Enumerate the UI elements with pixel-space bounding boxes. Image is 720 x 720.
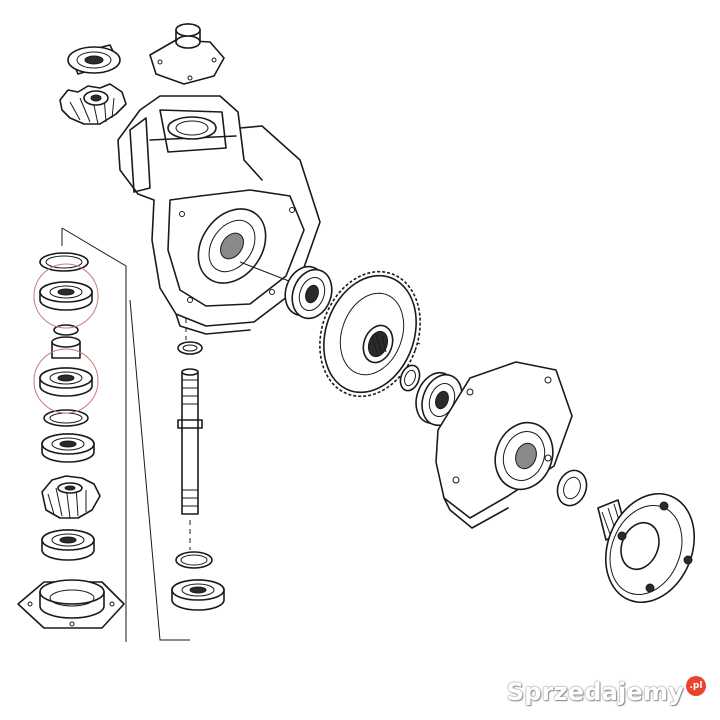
top-bearing bbox=[67, 44, 121, 75]
crown-gear bbox=[319, 270, 421, 398]
left-snap-ring-mid bbox=[43, 409, 89, 427]
left-bevel-gear bbox=[41, 475, 101, 519]
watermark-badge: .pl bbox=[686, 676, 706, 696]
side-cover-flange bbox=[435, 361, 573, 529]
left-bearing-2 bbox=[39, 367, 93, 397]
lower-snap-ring bbox=[175, 551, 213, 569]
top-flange-cap bbox=[149, 23, 225, 85]
vertical-axis-line bbox=[185, 318, 191, 550]
highlight-circle-upper bbox=[33, 263, 99, 329]
seal-ring bbox=[556, 469, 588, 507]
left-snap-ring-top bbox=[39, 252, 89, 272]
bottom-housing-flange bbox=[17, 579, 125, 629]
left-sleeve bbox=[51, 336, 81, 359]
left-bearing-1 bbox=[39, 281, 93, 311]
highlight-circle-lower bbox=[33, 348, 99, 414]
top-pinion-gear bbox=[59, 83, 127, 125]
shaft-seal-ring bbox=[177, 341, 203, 355]
output-flange-shaft bbox=[597, 492, 696, 604]
lower-bearing bbox=[171, 579, 225, 611]
left-stack-frame bbox=[61, 227, 190, 642]
left-bearing-4 bbox=[41, 529, 95, 561]
spacer-ring bbox=[399, 364, 421, 392]
vertical-drive-shaft bbox=[177, 368, 203, 515]
side-bearing bbox=[284, 265, 333, 320]
watermark-logo: Sprzedajemy .pl bbox=[506, 676, 706, 706]
watermark-text: Sprzedajemy bbox=[506, 678, 684, 706]
gearbox-housing bbox=[117, 95, 321, 335]
left-bearing-3 bbox=[41, 433, 95, 463]
